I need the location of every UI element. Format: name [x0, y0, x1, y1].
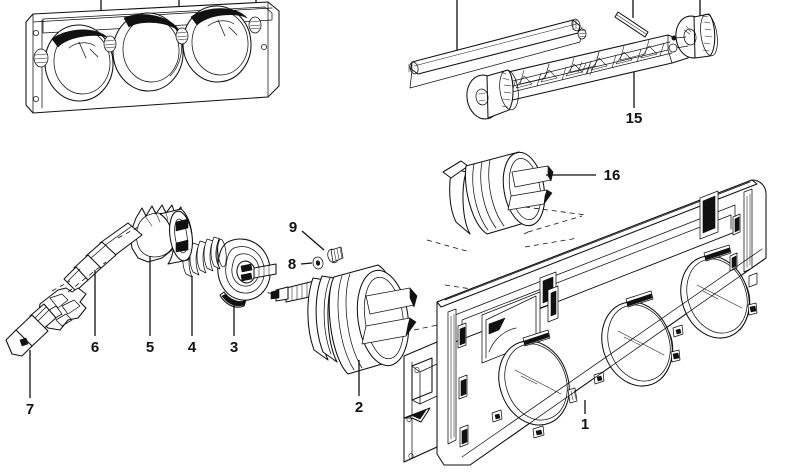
housing-knob-bore-left [491, 329, 578, 439]
alignment-guide-e [426, 239, 471, 253]
electrical-connector: 7 [5, 261, 107, 418]
faceplate-adjuster-center [103, 35, 117, 53]
control-panel-housing: 1 [403, 179, 767, 466]
callout-label-4: 4 [188, 339, 197, 356]
retaining-nut: 9 [289, 219, 344, 264]
alignment-guide-f [413, 321, 453, 331]
slider-wheel-right [671, 13, 718, 59]
faceplate-adjuster-left [33, 48, 49, 68]
flat-washer: 8 [288, 256, 324, 273]
faceplate-hole-r [261, 44, 267, 50]
sleeve-axis-guide [51, 280, 71, 292]
faceplate-adjuster-far-right [248, 16, 262, 34]
faceplate-adjuster-right [175, 27, 189, 45]
callout-label-7: 7 [26, 401, 34, 418]
cam-disc: 3 [217, 238, 277, 356]
housing-right-clip-c [748, 272, 758, 288]
slider-rail-ball [668, 43, 678, 53]
faceplate-hole-bl [33, 96, 39, 102]
toothed-gear: 5 [129, 204, 193, 356]
housing-bottom-front [469, 257, 767, 466]
slider-rail-assembly: 15 [408, 0, 718, 127]
leader-line-8 [300, 262, 313, 265]
housing-bottom-crease [461, 248, 763, 458]
alignment-guide-a [524, 206, 587, 216]
callout-label-16: 16 [604, 167, 621, 184]
housing-mount-bracket [403, 341, 438, 463]
housing-knob-bore-center [593, 290, 681, 387]
callout-label-15: 15 [626, 110, 643, 127]
callout-label-3: 3 [230, 339, 238, 356]
slider-guide-rod [408, 18, 587, 89]
callout-label-6: 6 [91, 339, 99, 356]
housing-top-edge [436, 179, 758, 308]
faceplate-bore-2 [112, 12, 184, 92]
slider-rail-coil [577, 61, 595, 76]
faceplate-bore-3 [182, 5, 252, 83]
housing-top-crease [444, 181, 751, 301]
faceplate-bore-1 [44, 24, 114, 102]
leader-line-9 [301, 230, 325, 251]
rotary-knob-main: 2 [249, 264, 418, 416]
shaft-sleeve: 6 [51, 222, 143, 356]
callout-label-8: 8 [288, 256, 296, 273]
callout-label-5: 5 [146, 339, 154, 356]
slider-wheel-left [466, 69, 519, 120]
rotary-knob-upper: 16 [442, 151, 621, 235]
sleeve-axis-guide-b [117, 225, 141, 239]
callout-label-2: 2 [355, 399, 363, 416]
housing-knob-bore-right [672, 244, 758, 339]
slider-pin [614, 11, 649, 38]
housing-right-rail [743, 188, 753, 273]
alignment-guide-c [523, 231, 529, 235]
alignment-guide-b [527, 215, 583, 233]
housing-left-rail [447, 308, 457, 445]
coil-spring: 4 [182, 236, 227, 356]
top-left-face-plate [25, 0, 280, 114]
callout-label-1: 1 [581, 416, 589, 433]
callout-label-9: 9 [289, 219, 297, 236]
connector-axis-guide [67, 261, 107, 293]
slider-rail-stub [675, 45, 689, 49]
faceplate-hole-tl [33, 30, 39, 36]
